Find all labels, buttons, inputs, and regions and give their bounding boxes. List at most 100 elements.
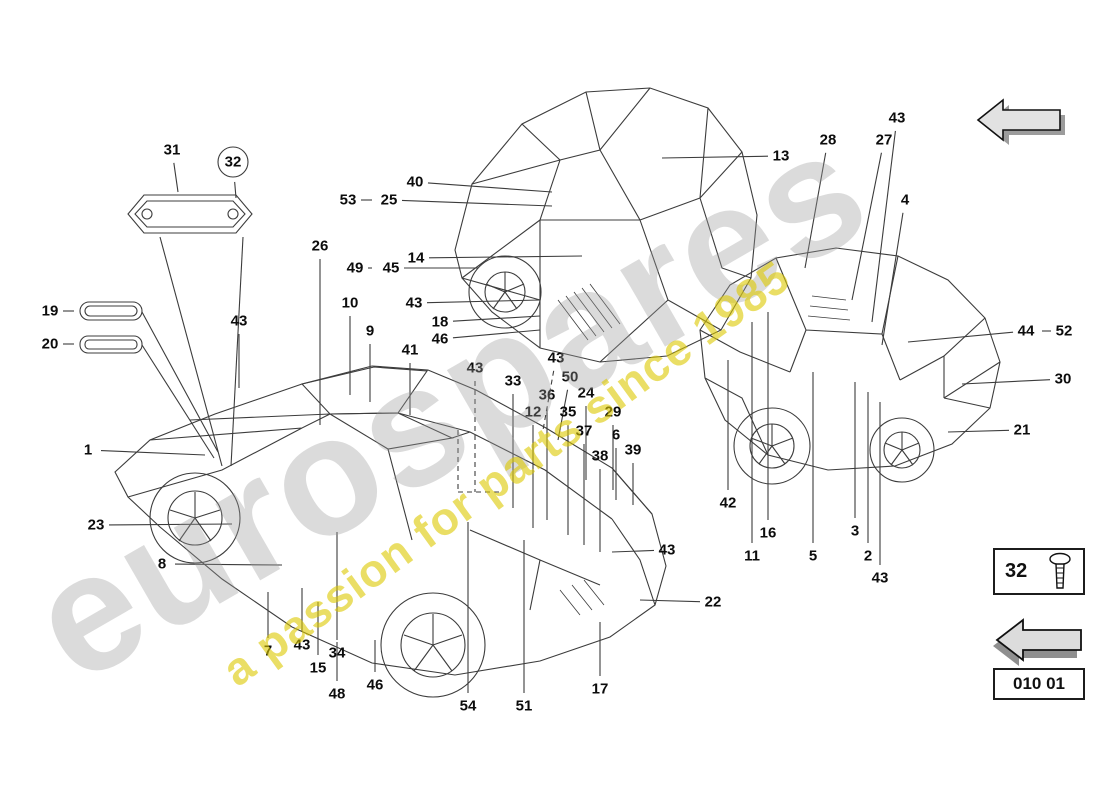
leader-line [426, 299, 541, 304]
leader-line [108, 523, 233, 526]
leader-line [804, 152, 827, 269]
callout-52-37: 52 [1056, 323, 1073, 340]
prev-page-arrow-icon [976, 98, 1065, 145]
back-arrow[interactable] [993, 614, 1085, 666]
leader-line [100, 450, 206, 456]
callout-35-29: 35 [560, 404, 577, 421]
part-ref-number: 32 [1005, 560, 1028, 582]
diagram-code-group: 010 01 [993, 614, 1085, 700]
callout-37-31: 37 [576, 423, 593, 440]
callout-45-12: 45 [383, 260, 400, 277]
leader-line [234, 181, 237, 199]
leader-line [907, 331, 1014, 343]
callout-circle [217, 146, 249, 178]
leader-line [141, 344, 215, 459]
screw-icon [1049, 552, 1071, 589]
callout-50-24: 50 [562, 369, 579, 386]
callout-41-19: 41 [402, 342, 419, 359]
callout-43-16: 43 [231, 313, 248, 330]
callout-11-45: 11 [744, 548, 760, 565]
car-wireframe-front-left [114, 365, 667, 698]
leader-line [401, 199, 553, 207]
callout-43-5: 43 [889, 110, 906, 127]
callout-16-44: 16 [760, 525, 777, 542]
callout-36-26: 36 [539, 387, 556, 404]
callout-1-40: 1 [84, 442, 92, 459]
leader-line [639, 599, 701, 603]
callout-43-50: 43 [659, 542, 676, 559]
callout-28-3: 28 [820, 132, 837, 149]
callout-5-46: 5 [809, 548, 817, 565]
callout-9-18: 9 [366, 323, 374, 340]
callout-46-57: 46 [367, 677, 384, 694]
callout-17-60: 17 [592, 681, 609, 698]
callout-15-55: 15 [310, 660, 327, 677]
callout-18-21: 18 [432, 314, 449, 331]
callout-22-51: 22 [705, 594, 722, 611]
callout-13-2: 13 [773, 148, 790, 165]
callout-24-27: 24 [578, 385, 595, 402]
callout-4-6: 4 [901, 192, 910, 209]
leader-line [661, 155, 769, 159]
callout-8-42: 8 [158, 556, 166, 573]
callout-46-22: 46 [432, 331, 449, 348]
leader-line [851, 152, 882, 301]
callout-23-41: 23 [88, 517, 105, 534]
back-arrow-icon [993, 618, 1082, 666]
callout-14-13: 14 [408, 250, 425, 267]
leader-line [871, 130, 896, 323]
leader-line [947, 429, 1010, 433]
callout-43-49: 43 [872, 570, 889, 587]
leader-line [427, 182, 553, 193]
leader-line [557, 389, 569, 441]
leader-line [173, 162, 179, 193]
callout-30-38: 30 [1055, 371, 1072, 388]
callout-21-39: 21 [1014, 422, 1031, 439]
leader-line [611, 549, 655, 553]
callout-10-17: 10 [342, 295, 359, 312]
type-plate-drawing [79, 194, 253, 354]
callout-42-43: 42 [720, 495, 737, 512]
part-ref-box[interactable]: 32 [993, 548, 1085, 595]
leader-line [542, 370, 555, 431]
callout-43-23: 43 [548, 350, 565, 367]
leader-line [428, 255, 583, 259]
leader-line [961, 379, 1051, 385]
callout-19-14: 19 [42, 303, 59, 320]
diagram-code: 010 01 [1013, 674, 1065, 693]
callout-38-33: 38 [592, 448, 609, 465]
callout-54-58: 54 [460, 698, 477, 715]
callout-26-10: 26 [312, 238, 329, 255]
leader-line [452, 315, 541, 322]
callout-33-25: 33 [505, 373, 522, 390]
leader-line [159, 236, 223, 467]
leader-line [230, 236, 244, 467]
leader-line [174, 563, 283, 566]
leader-line [141, 311, 219, 453]
callout-53-8: 53 [340, 192, 357, 209]
callout-39-34: 39 [625, 442, 642, 459]
callout-43-35: 43 [467, 360, 484, 377]
callout-7-52: 7 [264, 643, 272, 660]
prev-page-arrow[interactable] [975, 92, 1067, 154]
callout-12-28: 12 [525, 404, 542, 421]
callout-43-20: 43 [406, 295, 423, 312]
callout-43-53: 43 [294, 637, 311, 654]
callout-40-7: 40 [407, 174, 424, 191]
leader-line [881, 212, 904, 346]
callout-29-30: 29 [605, 404, 622, 421]
car-wireframe-top [454, 87, 758, 363]
callout-48-56: 48 [329, 686, 346, 703]
callout-31-0: 31 [164, 142, 181, 159]
callout-3-47: 3 [851, 523, 859, 540]
diagram-code-box: 010 01 [993, 668, 1085, 700]
callout-6-32: 6 [612, 427, 620, 444]
callout-27-4: 27 [876, 132, 893, 149]
callout-25-9: 25 [381, 192, 398, 209]
leader-line [452, 329, 541, 339]
callout-20-15: 20 [42, 336, 59, 353]
callout-32-1: 32 [225, 154, 242, 171]
